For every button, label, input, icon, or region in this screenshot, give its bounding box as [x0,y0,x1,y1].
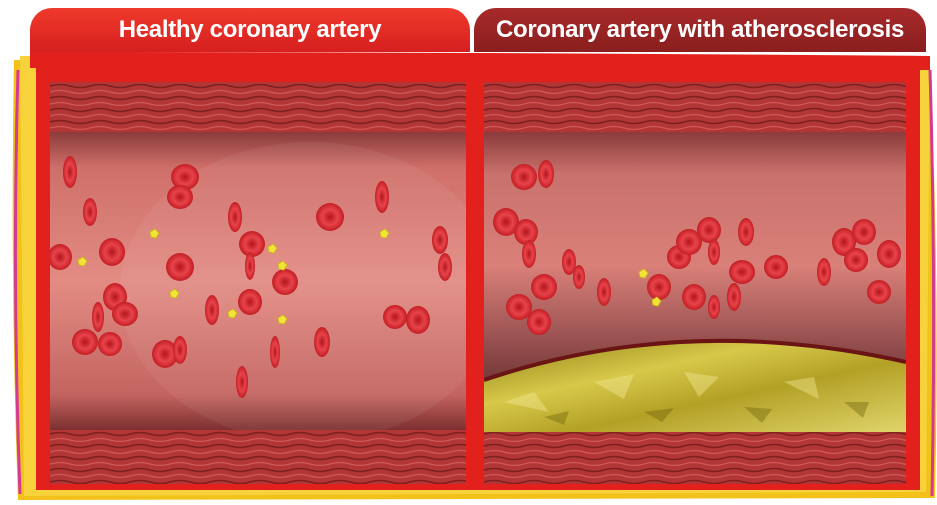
vessel-wall-bottom [484,432,906,484]
vessel-wall-top [50,82,466,132]
healthy-artery-title: Healthy coronary artery [119,16,382,44]
tab-healthy-artery: Healthy coronary artery [30,8,470,52]
atherosclerosis-artery-title: Coronary artery with atherosclerosis [496,16,904,44]
healthy-artery-panel [50,82,466,484]
vessel-wall-top [484,82,906,132]
vessel-wall-bottom [50,430,466,484]
tab-atherosclerosis-artery: Coronary artery with atherosclerosis [474,8,926,52]
atherosclerosis-artery-panel [484,82,906,484]
